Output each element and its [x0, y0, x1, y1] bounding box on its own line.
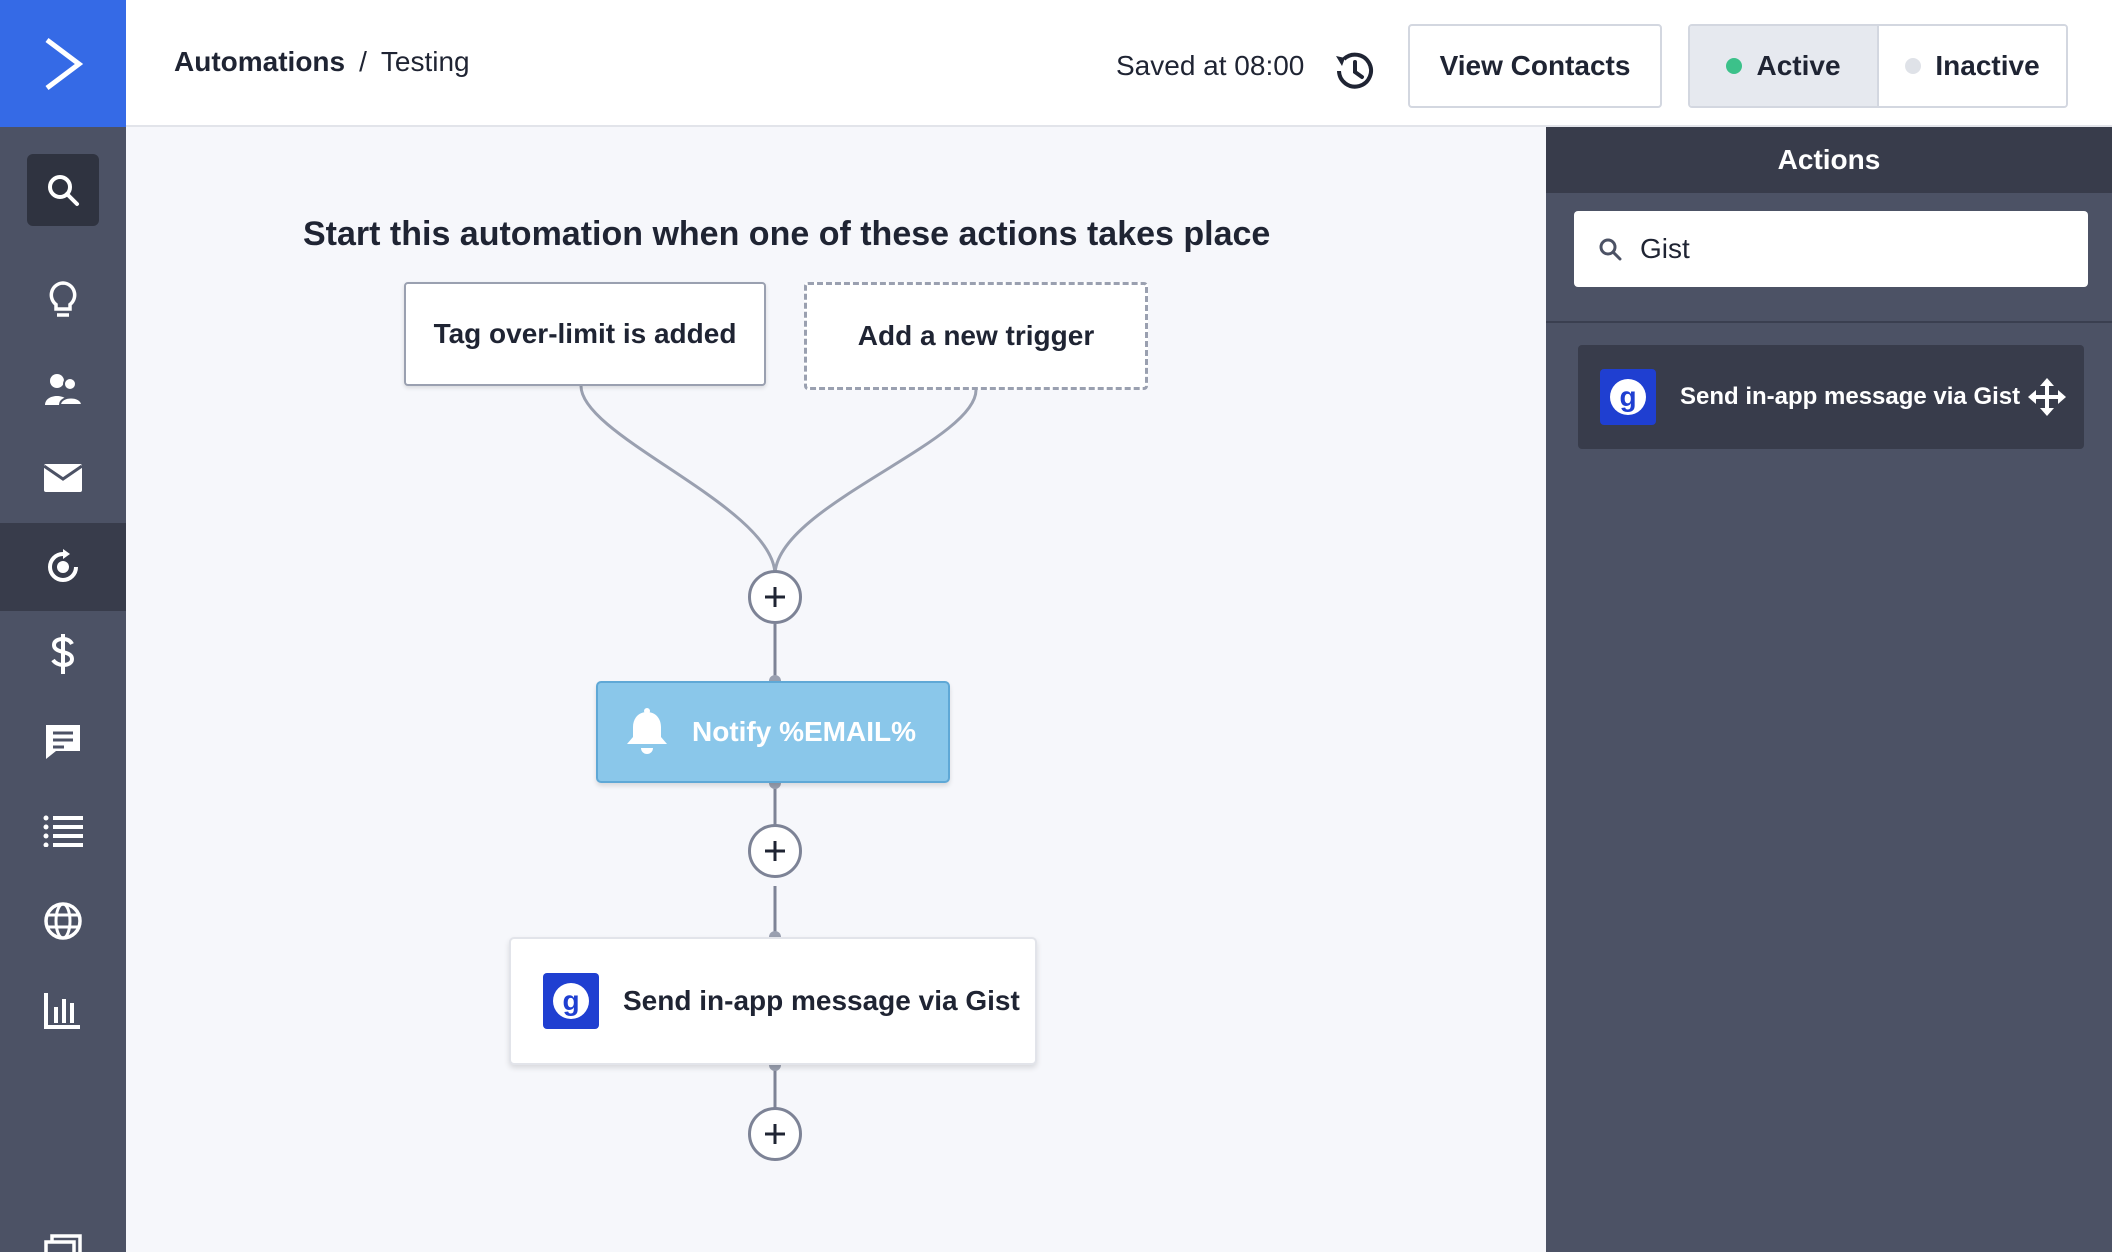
- lightbulb-icon: [49, 281, 77, 317]
- automation-icon: [48, 549, 78, 582]
- trigger-tag-added[interactable]: Tag over-limit is added: [404, 282, 766, 386]
- inactive-toggle-option[interactable]: Inactive: [1879, 26, 2066, 106]
- breadcrumb: Automations / Testing: [174, 46, 470, 78]
- sidebar-item-deals[interactable]: [0, 610, 126, 698]
- sidebar-item-conversations[interactable]: [0, 698, 126, 786]
- gist-logo-icon: g: [1600, 369, 1656, 425]
- sidebar-item-lists[interactable]: [0, 787, 126, 875]
- gist-step-label: Send in-app message via Gist: [623, 985, 1020, 1016]
- sidebar-item-contacts[interactable]: [0, 345, 126, 433]
- active-label: Active: [1756, 50, 1841, 81]
- sidebar-item-campaigns[interactable]: [0, 434, 126, 522]
- active-toggle-option[interactable]: Active: [1690, 26, 1879, 106]
- sidebar-item-website[interactable]: [0, 877, 126, 965]
- top-header: Automations / Testing Saved at 08:00 Vie…: [126, 0, 2112, 127]
- add-step-button[interactable]: [748, 824, 802, 878]
- contacts-icon: [45, 374, 83, 406]
- history-icon[interactable]: [1331, 48, 1377, 94]
- add-step-button[interactable]: [748, 1107, 802, 1161]
- plus-icon: [765, 587, 785, 607]
- sidebar-item-ideas[interactable]: [0, 256, 126, 344]
- gist-message-step[interactable]: g Send in-app message via Gist: [509, 937, 1037, 1065]
- globe-icon: [44, 902, 82, 940]
- actions-search[interactable]: [1574, 211, 2088, 287]
- pages-icon: [44, 1234, 82, 1252]
- breadcrumb-separator: /: [359, 46, 367, 77]
- sidebar-item-reports[interactable]: [0, 966, 126, 1054]
- list-icon: [43, 815, 83, 847]
- chat-icon: [46, 725, 80, 759]
- action-result-gist[interactable]: g Send in-app message via Gist: [1578, 345, 2084, 449]
- app-logo[interactable]: [0, 0, 126, 127]
- automation-canvas[interactable]: Start this automation when one of these …: [126, 127, 1546, 1252]
- inactive-label: Inactive: [1935, 50, 2040, 81]
- actions-panel: Actions g Send in-app message via Gist: [1546, 127, 2112, 1252]
- sidebar: [0, 0, 126, 1252]
- panel-divider: [1546, 321, 2112, 323]
- actions-panel-title: Actions: [1546, 127, 2112, 193]
- canvas-title: Start this automation when one of these …: [303, 215, 1271, 253]
- breadcrumb-current[interactable]: Testing: [380, 46, 470, 77]
- bell-icon: [627, 708, 667, 754]
- sidebar-item-automations[interactable]: [0, 523, 126, 611]
- add-trigger-button[interactable]: Add a new trigger: [804, 282, 1148, 390]
- dollar-icon: [51, 634, 75, 674]
- gist-logo-icon: g: [543, 973, 599, 1029]
- view-contacts-button[interactable]: View Contacts: [1408, 24, 1662, 108]
- notify-step[interactable]: Notify %EMAIL%: [596, 681, 950, 783]
- mail-icon: [43, 464, 83, 492]
- search-icon: [48, 175, 79, 206]
- svg-text:g: g: [562, 985, 579, 1016]
- active-status-dot: [1726, 58, 1743, 74]
- action-result-label: Send in-app message via Gist: [1680, 383, 2021, 410]
- saved-status: Saved at 08:00: [1116, 50, 1305, 81]
- reports-icon: [44, 993, 80, 1029]
- add-step-button[interactable]: [748, 570, 802, 624]
- actions-search-input[interactable]: [1638, 232, 2058, 266]
- sidebar-item-pages[interactable]: [0, 1210, 126, 1252]
- breadcrumb-automations[interactable]: Automations: [174, 46, 346, 77]
- plus-icon: [765, 1124, 785, 1144]
- notify-step-label: Notify %EMAIL%: [692, 716, 916, 747]
- chevron-logo-icon: [45, 37, 84, 90]
- move-icon[interactable]: [2028, 378, 2066, 416]
- inactive-status-dot: [1905, 58, 1922, 74]
- plus-icon: [765, 841, 785, 861]
- status-toggle: Active Inactive: [1688, 24, 2068, 108]
- search-icon: [1599, 238, 1622, 261]
- sidebar-item-search[interactable]: [0, 146, 126, 234]
- svg-text:g: g: [1619, 381, 1636, 412]
